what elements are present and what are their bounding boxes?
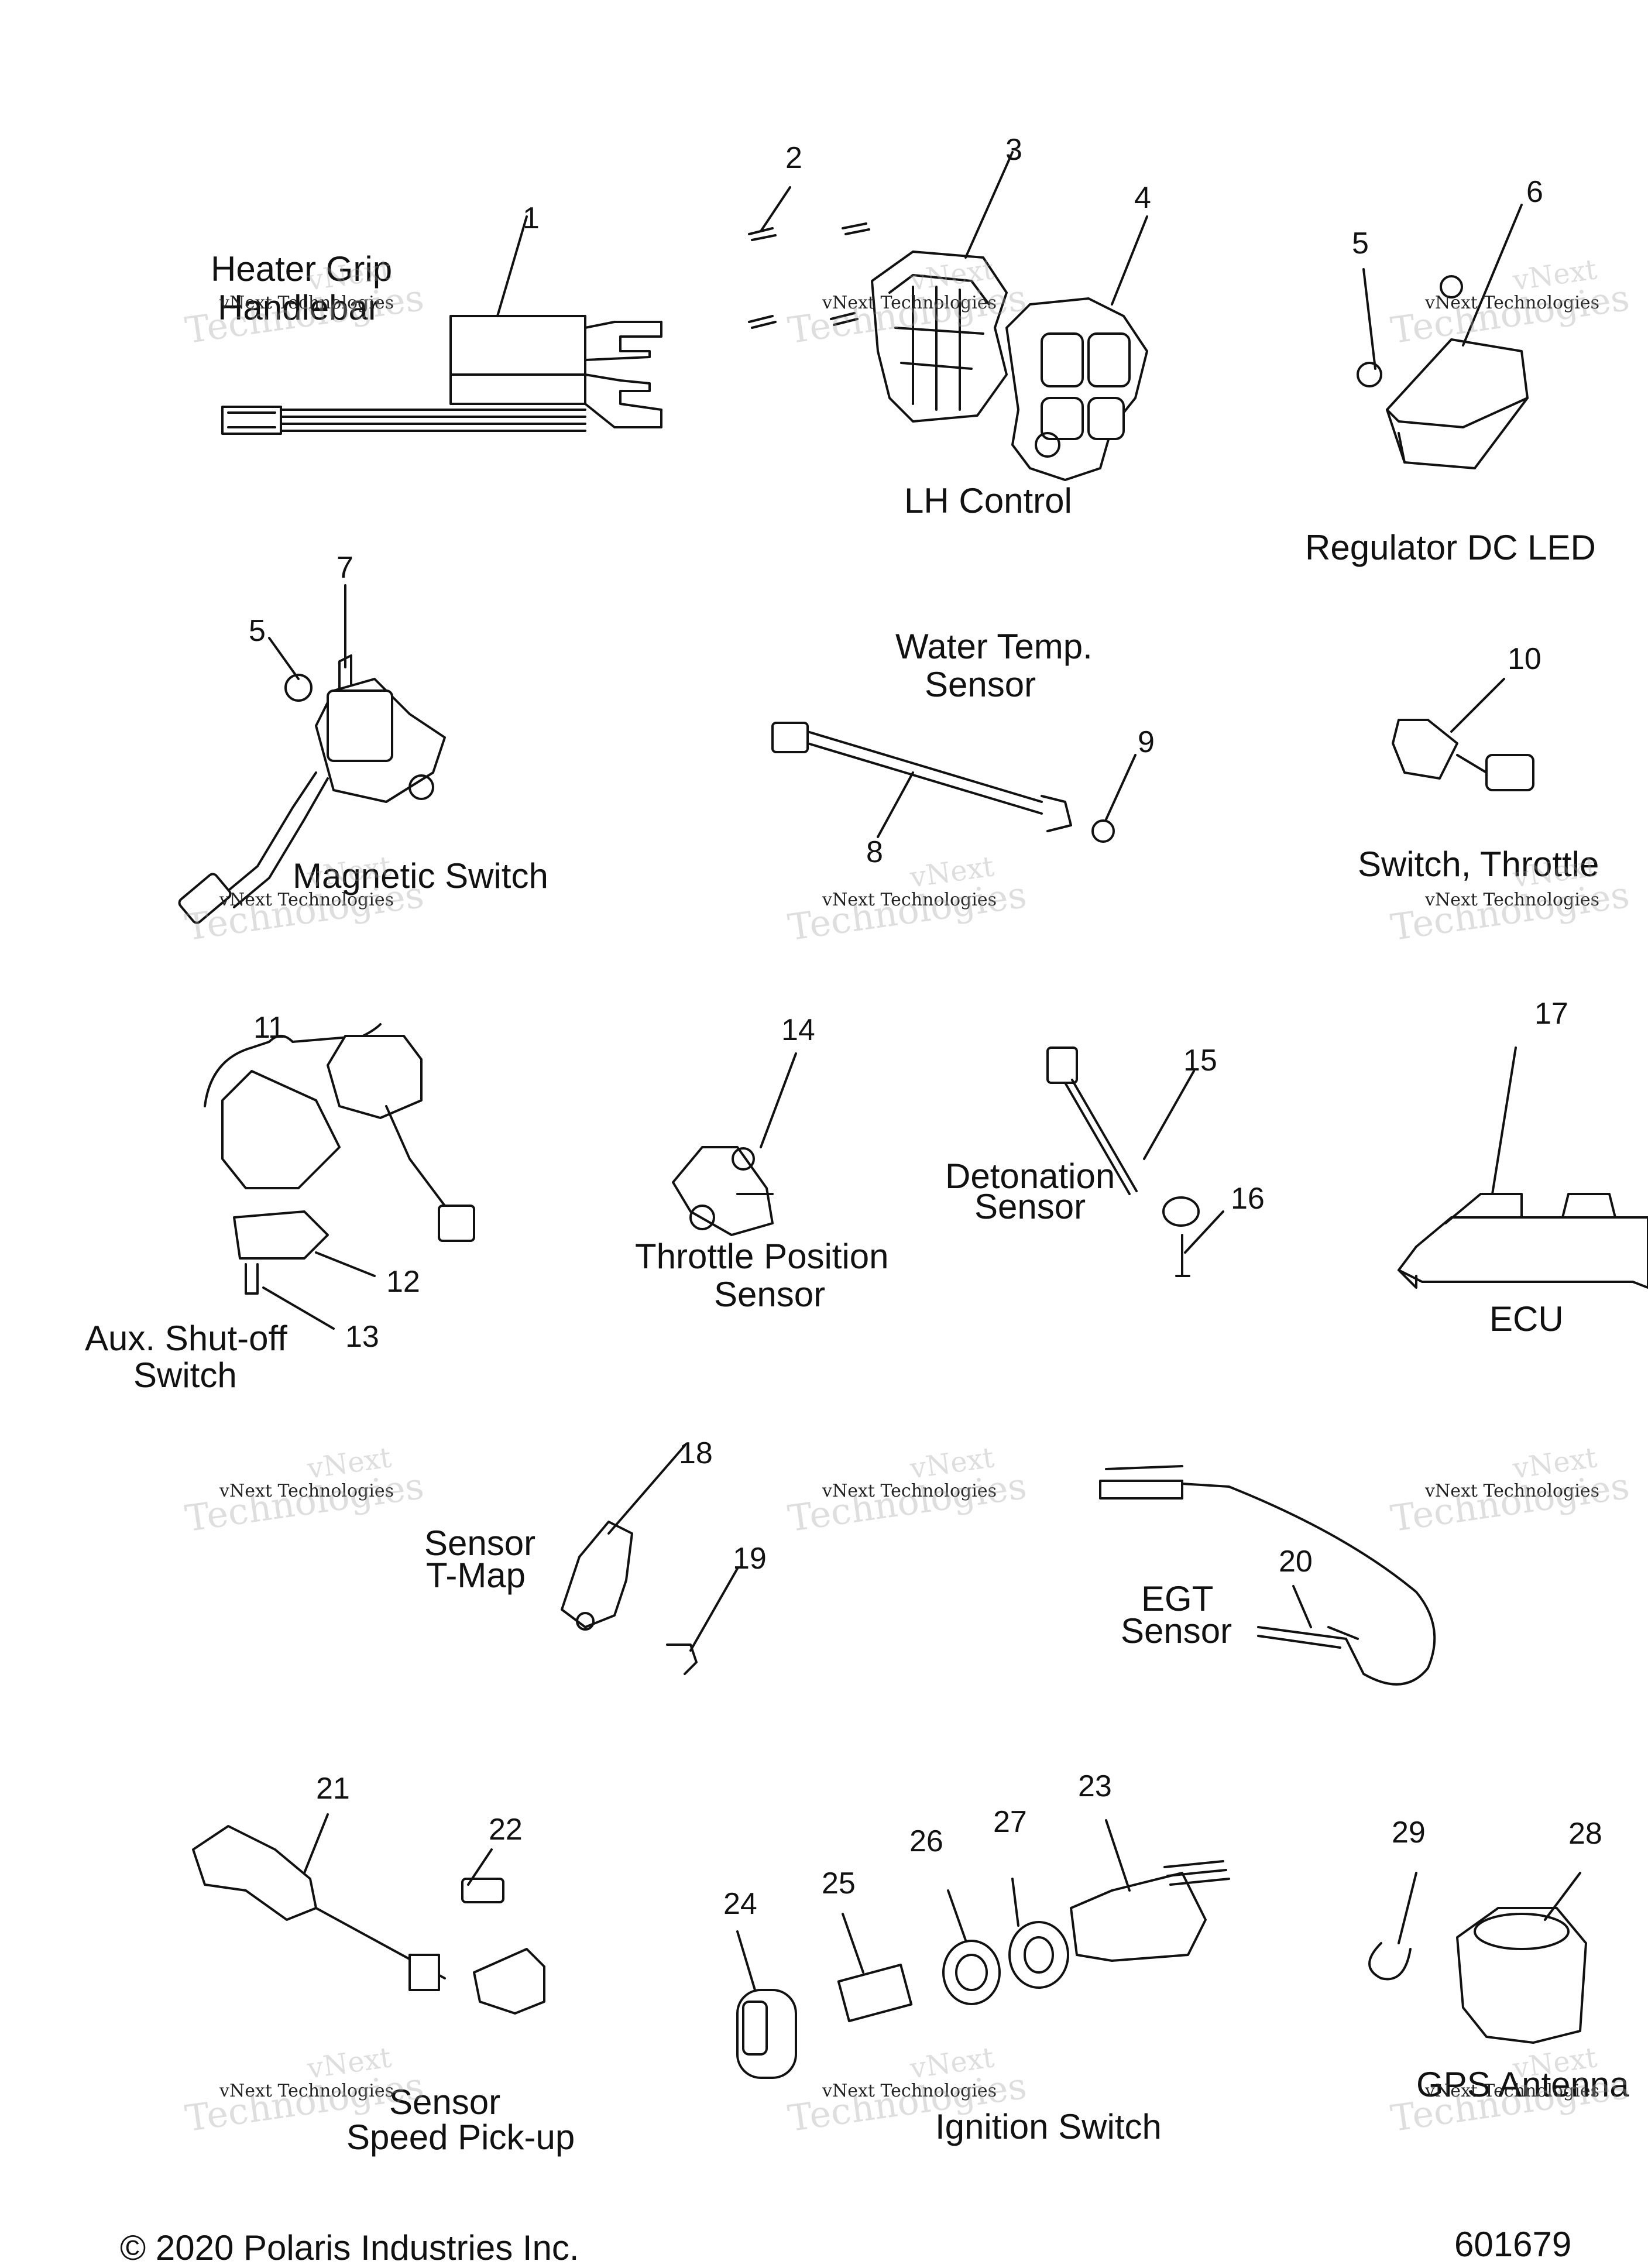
label-regulator: Regulator DC LED (1305, 528, 1596, 567)
callout-29: 29 (1392, 1816, 1426, 1850)
callout-9: 9 (1138, 725, 1155, 759)
label-speed-sensor: Sensor (389, 2082, 501, 2122)
label-ignition-switch: Ignition Switch (935, 2107, 1162, 2146)
label-detonation: Detonation (945, 1157, 1115, 1196)
callout-20: 20 (1279, 1545, 1313, 1579)
part-21-speed-pickup (192, 1813, 545, 2015)
callout-18: 18 (679, 1436, 713, 1470)
part-23-ignition-switch (736, 1819, 1230, 2079)
callout-17: 17 (1534, 997, 1568, 1031)
label-aux-shutoff-switch: Switch (133, 1356, 237, 1395)
callout-26: 26 (909, 1824, 943, 1858)
callout-4: 4 (1134, 181, 1151, 215)
label-ecu: ECU (1489, 1299, 1564, 1339)
callout-19: 19 (733, 1542, 767, 1576)
label-aux-shutoff: Aux. Shut-off (85, 1319, 287, 1358)
part-11-aux-shutoff-switch (204, 1023, 475, 1330)
part-2-screws (748, 186, 870, 329)
part-18-tmap-sensor (561, 1444, 739, 1675)
label-speed-pickup: Speed Pick-up (346, 2118, 575, 2157)
label-egt: EGT (1141, 1579, 1214, 1618)
part-7-magnetic-switch (178, 584, 446, 924)
label-heater-grip: Heater Grip (211, 249, 393, 289)
callout-25: 25 (822, 1866, 856, 1900)
part-17-ecu (1398, 1046, 1648, 1289)
label-tmap: Sensor (424, 1524, 536, 1563)
part-1-heater-connector (221, 215, 662, 435)
part-4-lh-control-switch (1005, 215, 1148, 481)
part-15-detonation-sensor (1046, 1046, 1224, 1277)
part-28-gps-antenna (1368, 1872, 1587, 2044)
label-water-temp-sensor: Sensor (925, 665, 1036, 704)
label-tps: Throttle Position (635, 1237, 889, 1276)
callout-16: 16 (1231, 1182, 1265, 1216)
callout-21: 21 (316, 1772, 350, 1806)
label-tps-sensor: Sensor (714, 1275, 826, 1314)
callout-7: 7 (337, 551, 353, 585)
part-8-water-temp-sensor (771, 722, 1137, 843)
part-10-switch-throttle (1392, 678, 1534, 791)
label-water-temp: Water Temp. (895, 627, 1093, 666)
callout-3: 3 (1005, 133, 1022, 167)
part-20-egt-sensor (1099, 1465, 1436, 1686)
callout-22: 22 (489, 1813, 523, 1847)
callout-5a: 5 (1352, 227, 1369, 260)
label-tmap-2: T-Map (426, 1556, 526, 1595)
label-lh-control: LH Control (904, 481, 1072, 520)
label-switch-throttle: Switch, Throttle (1358, 845, 1599, 884)
callout-27: 27 (993, 1805, 1027, 1839)
part-6-regulator (1357, 204, 1529, 469)
callout-11: 11 (253, 1011, 285, 1045)
label-gps-antenna: GPS Antenna (1416, 2065, 1629, 2104)
callout-28: 28 (1568, 1817, 1602, 1851)
callout-23: 23 (1078, 1769, 1112, 1803)
callout-24: 24 (723, 1887, 757, 1921)
callout-12: 12 (386, 1265, 420, 1299)
callout-14: 14 (781, 1013, 815, 1047)
label-handlebar: Handlebar (218, 288, 380, 327)
label-magnetic-switch: Magnetic Switch (293, 856, 548, 895)
callout-10: 10 (1508, 642, 1541, 676)
part-3-lh-control-cover (871, 151, 1014, 423)
callout-13: 13 (345, 1320, 379, 1354)
figure-number: 601679 (1454, 2225, 1572, 2264)
label-detonation-sensor: Sensor (974, 1187, 1086, 1226)
callout-5b: 5 (249, 614, 266, 648)
callout-6: 6 (1526, 175, 1543, 209)
label-egt-sensor: Sensor (1121, 1611, 1232, 1651)
callout-8: 8 (866, 835, 883, 869)
callout-15: 15 (1183, 1044, 1217, 1078)
callout-1: 1 (523, 201, 540, 235)
part-14-throttle-position-sensor (672, 1052, 797, 1236)
callout-2: 2 (785, 141, 802, 175)
copyright: © 2020 Polaris Industries Inc. (120, 2228, 579, 2267)
